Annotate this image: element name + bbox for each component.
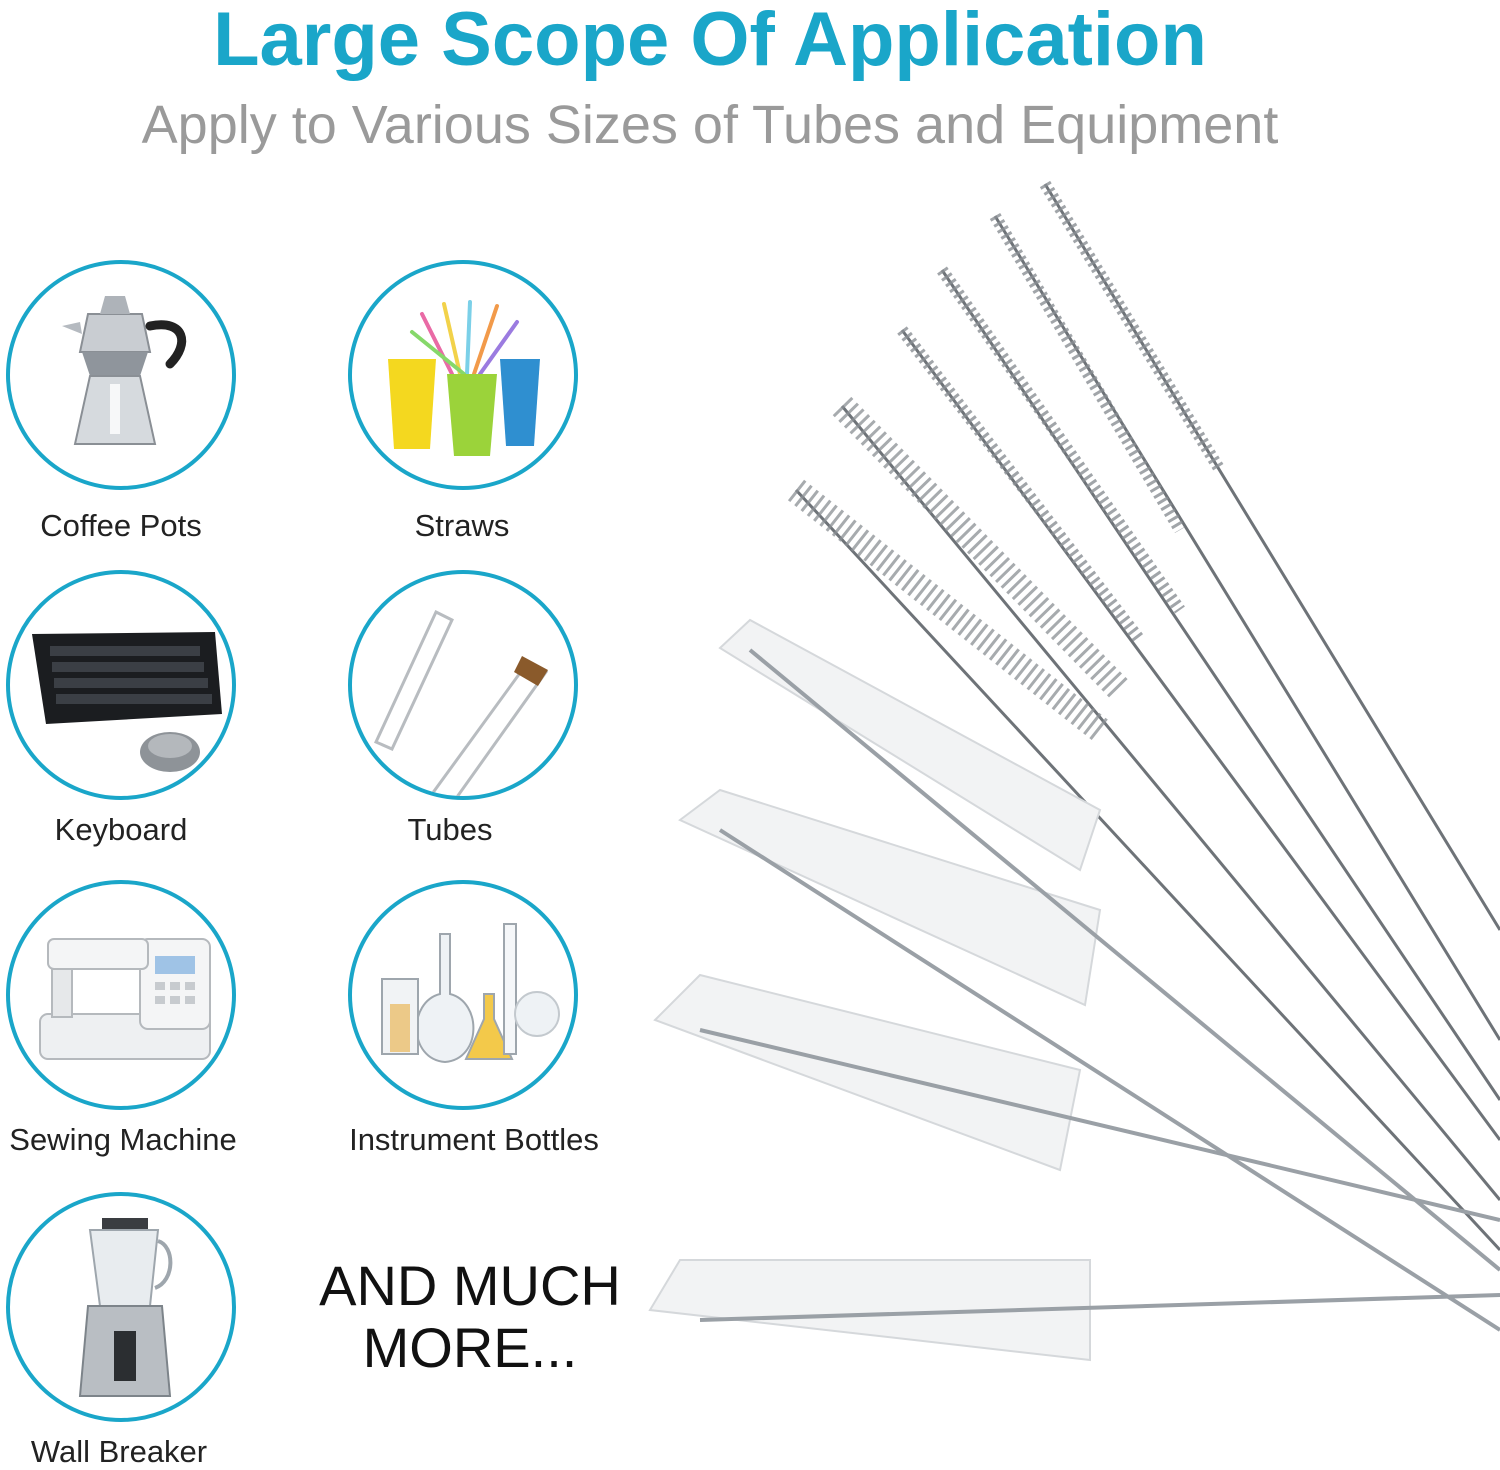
sewing-machine-icon: [6, 880, 236, 1110]
coffee-pot-icon: [6, 260, 236, 490]
item-label-tubes: Tubes: [407, 812, 493, 847]
cleaning-brushes-image: [620, 170, 1500, 1460]
item-label-keyboard: Keyboard: [54, 812, 188, 847]
item-label-straws: Straws: [414, 508, 510, 543]
straws-cups-icon: [348, 260, 578, 490]
keyboard-mouse-icon: [6, 570, 236, 800]
page-title: Large Scope Of Application: [213, 0, 1207, 82]
lab-glassware-icon: [348, 880, 578, 1110]
blender-icon: [6, 1192, 236, 1422]
item-label-instrument-bottles: Instrument Bottles: [349, 1122, 599, 1157]
test-tubes-icon: [348, 570, 578, 800]
page-subtitle: Apply to Various Sizes of Tubes and Equi…: [141, 95, 1279, 155]
item-label-coffee-pots: Coffee Pots: [40, 508, 202, 543]
more-text: AND MUCH MORE...: [319, 1254, 621, 1379]
item-label-sewing-machine: Sewing Machine: [9, 1122, 237, 1157]
item-label-wall-breaker: Wall Breaker: [30, 1434, 208, 1469]
